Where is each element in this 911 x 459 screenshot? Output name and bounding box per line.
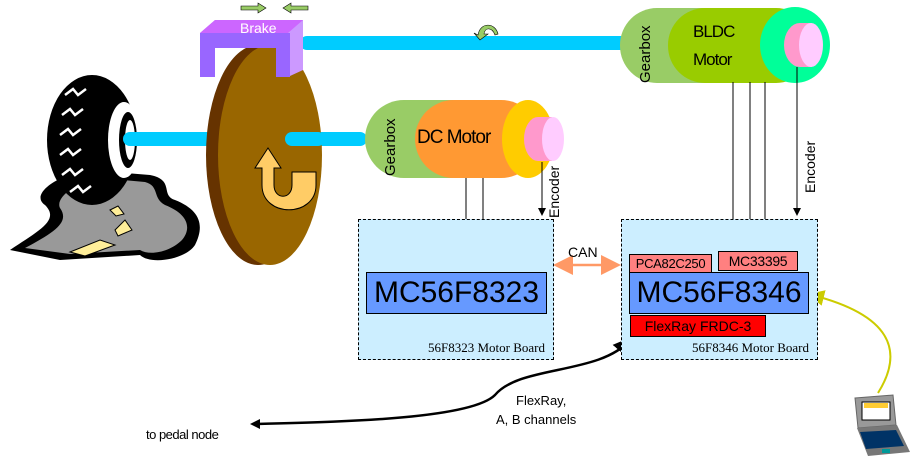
motor-board-56f8346: PCA82C250 MC33395 MC56F8346 FlexRay FRDC… (621, 219, 818, 360)
brake-label: Brake (240, 20, 277, 36)
mcu-mc56f8346: MC56F8346 (629, 272, 809, 314)
dc-motor-label: DC Motor (417, 127, 491, 148)
bldc-gearbox-label: Gearbox (637, 25, 654, 83)
pedal-node-label: to pedal node (146, 427, 219, 442)
dc-motor-wires (465, 178, 484, 219)
wheel-shaft (123, 132, 223, 146)
dc-motor (365, 100, 564, 178)
bldc-motor (620, 7, 830, 83)
brake-caliper (200, 20, 303, 77)
flexray-label-line2: A, B channels (496, 412, 577, 427)
brake-clamp-arrows-icon (240, 2, 309, 14)
rotation-arrow-icon (254, 147, 317, 211)
dc-gearbox-label: Gearbox (382, 118, 399, 176)
flexray-pedal-arrowhead (250, 419, 260, 429)
shaft-rotation-icon (473, 24, 499, 41)
bldc-motor-label-line2: Motor (693, 50, 732, 69)
flexray-label-line1: FlexRay, (516, 393, 567, 408)
flexray-link-arrow (254, 336, 634, 426)
motor-board-56f8323: MC56F8323 56F8323 Motor Board (358, 219, 554, 360)
bldc-motor-label-line1: BLDC (693, 22, 735, 41)
chip-flexray-frdc3: FlexRay FRDC-3 (630, 315, 766, 337)
laptop-icon (854, 394, 910, 456)
board-caption: 56F8323 Motor Board (428, 340, 545, 355)
bldc-encoder-label: Encoder (802, 140, 818, 193)
board-caption: 56F8346 Motor Board (692, 340, 809, 355)
tire-icon (47, 75, 140, 205)
chip-mc33395: MC33395 (718, 251, 798, 271)
bldc-motor-shaft (300, 36, 630, 50)
road-icon (10, 170, 200, 261)
bldc-motor-wires (732, 82, 766, 219)
mcu-mc56f8323: MC56F8323 (366, 272, 547, 314)
dc-encoder-label: Encoder (546, 165, 562, 218)
can-label: CAN (568, 244, 598, 260)
serial-link-arrow (808, 290, 892, 394)
chip-pca82c250: PCA82C250 (629, 254, 712, 273)
